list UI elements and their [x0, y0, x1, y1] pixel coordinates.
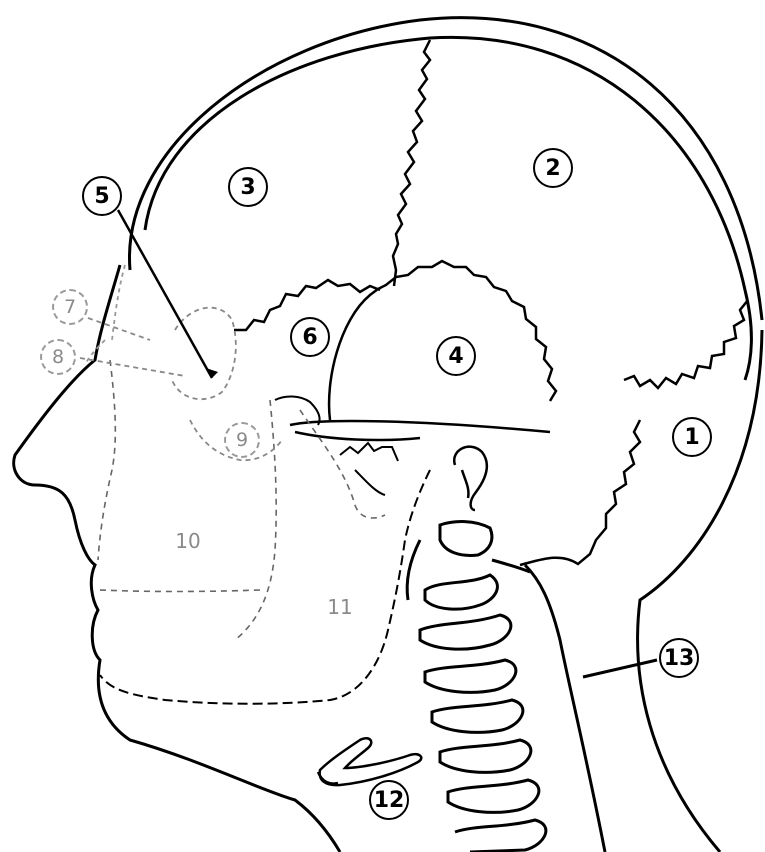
occipital-suture	[520, 420, 640, 565]
label-13: 13	[659, 638, 699, 678]
hyoid-bone	[318, 738, 421, 785]
label-7: 7	[52, 289, 88, 325]
label-6: 6	[290, 317, 330, 357]
label-2: 2	[533, 148, 573, 188]
label-3: 3	[228, 167, 268, 207]
label-11: 11	[318, 592, 362, 622]
lambdoid-suture	[624, 300, 748, 388]
pterion-detail	[275, 396, 398, 495]
label-1: 1	[672, 417, 712, 457]
label-5: 5	[82, 176, 122, 216]
label-9: 9	[224, 422, 260, 458]
pointer-line-5	[118, 210, 212, 378]
label-10: 10	[166, 526, 210, 556]
head-outline	[14, 18, 762, 852]
coronal-suture	[393, 40, 430, 286]
label-12: 12	[369, 780, 409, 820]
mandible-outline	[100, 470, 430, 704]
neck-line	[525, 565, 605, 852]
zygomatic-arch	[290, 421, 550, 440]
pointer-line-7	[88, 318, 150, 340]
pointer-line-13	[583, 660, 657, 677]
label-8: 8	[40, 339, 76, 375]
ear-canal	[454, 447, 487, 510]
label-4: 4	[436, 336, 476, 376]
